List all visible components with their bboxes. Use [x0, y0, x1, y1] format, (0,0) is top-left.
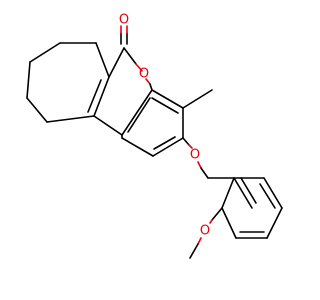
pyranone-ring [87, 47, 153, 136]
coumarin-benzene-ring [121, 89, 184, 157]
carbonyl-oxygen-label: O [119, 13, 129, 28]
bond [211, 207, 223, 221]
bond [200, 167, 209, 179]
bond [95, 42, 110, 78]
bond-to-oxygen [145, 78, 151, 85]
carbonyl-group [120, 25, 128, 45]
double-bond-inner [153, 136, 176, 150]
double-bond-inner [151, 97, 179, 114]
bond [233, 177, 253, 209]
canvas-background [0, 0, 300, 300]
bond [93, 115, 123, 136]
ether-oxygen-label: O [190, 148, 200, 163]
bond [182, 137, 190, 146]
bond [26, 97, 48, 123]
double-bond-inner [127, 97, 151, 133]
methoxy-group [189, 207, 223, 259]
bond [151, 89, 184, 109]
bond [263, 177, 283, 209]
double-bond-inner [259, 183, 276, 209]
bond [121, 89, 153, 136]
bond-to-oxygen [209, 219, 213, 224]
cycloheptane-ring [26, 42, 110, 123]
bond [46, 115, 95, 123]
double-bond-inner [240, 177, 257, 204]
bond [152, 137, 184, 157]
methoxy-oxygen-label: O [200, 224, 210, 239]
molecule-structure-diagram: O O O O [0, 0, 300, 300]
bond-to-oxygen [197, 161, 202, 169]
double-bond-inner [87, 79, 102, 113]
bond [93, 76, 110, 117]
bond [221, 207, 237, 239]
bond [266, 207, 283, 239]
ether-linkage [182, 137, 235, 179]
bond-to-oxygen [188, 144, 193, 149]
bond-to-oxygen [197, 237, 202, 245]
bond [108, 47, 125, 78]
bond [29, 42, 61, 63]
methyl-bond [189, 243, 199, 259]
ring-oxygen-label: O [139, 67, 149, 82]
bond [221, 177, 235, 209]
bond [26, 61, 31, 99]
methoxyphenyl-ring [221, 177, 283, 239]
methyl-bond [182, 89, 213, 109]
bond [121, 137, 154, 157]
bond-to-oxygen [135, 63, 143, 72]
bond [149, 83, 153, 91]
bond [123, 47, 137, 65]
